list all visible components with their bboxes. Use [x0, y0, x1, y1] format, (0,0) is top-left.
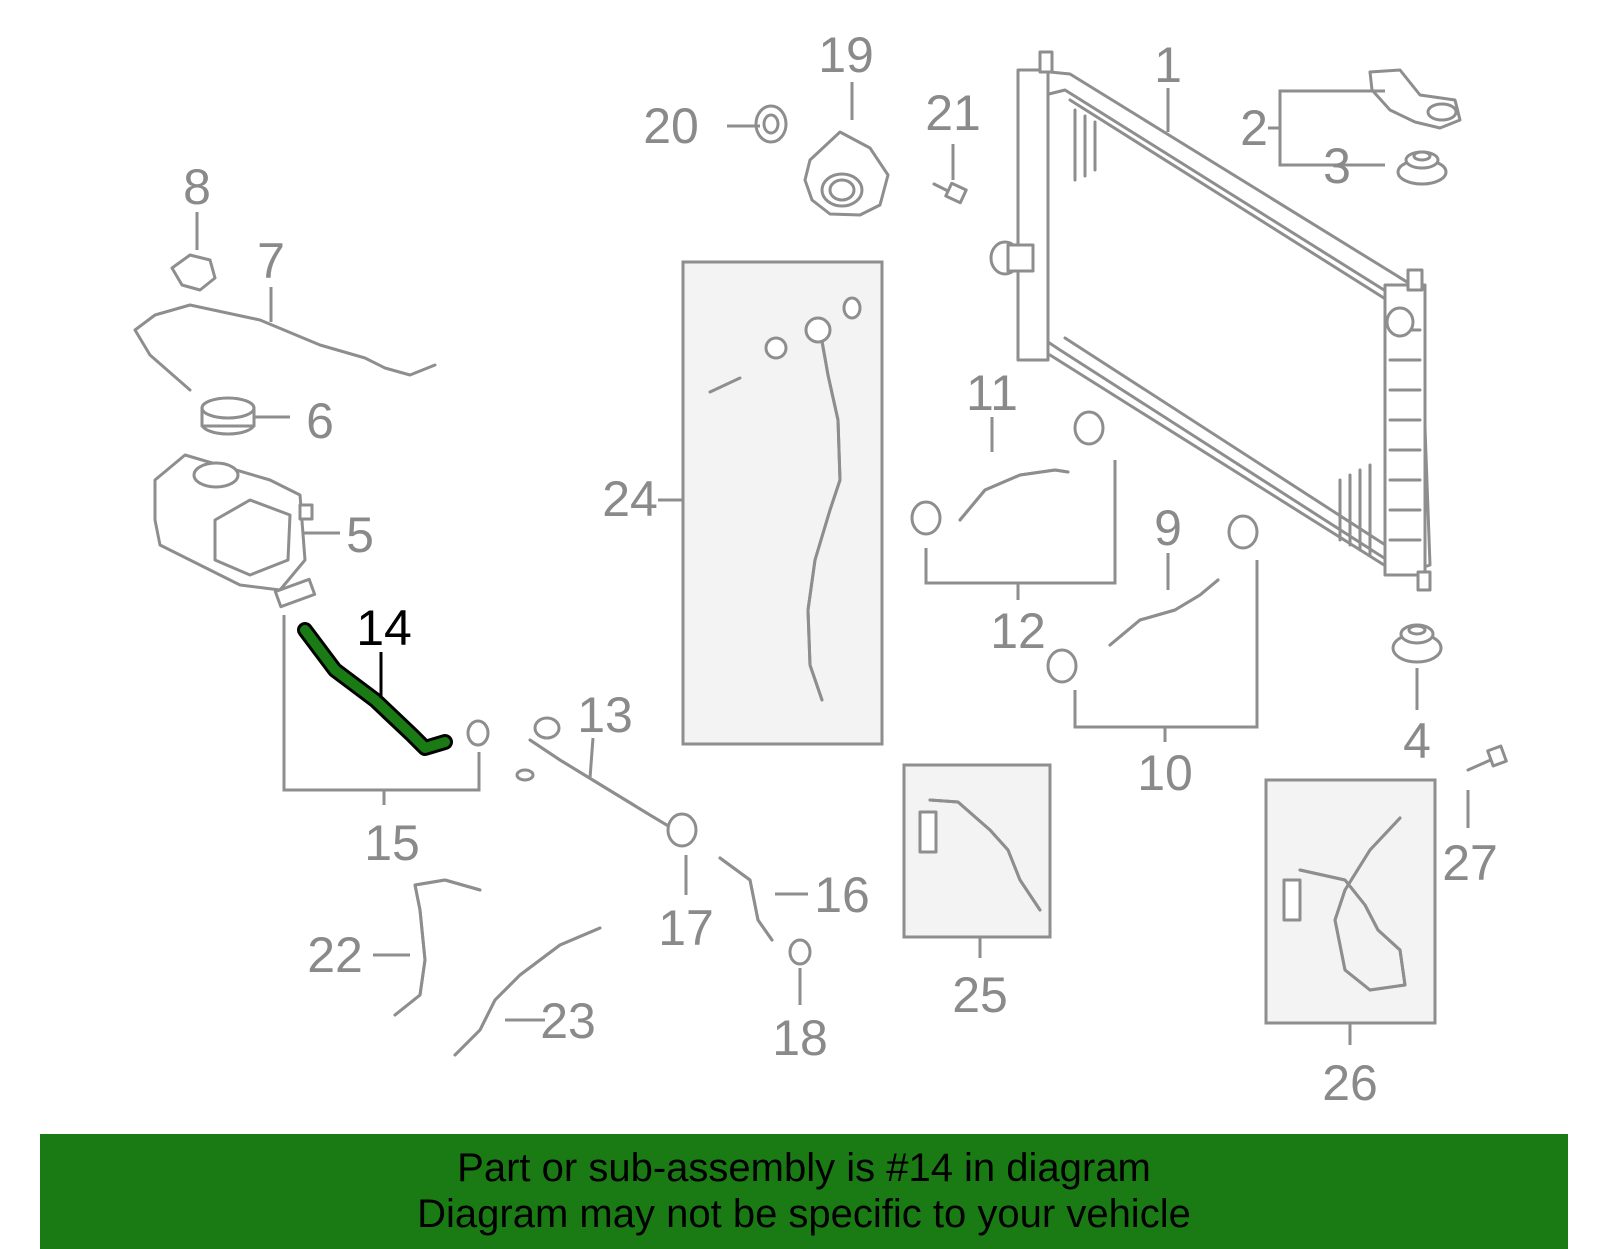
callout-4: 4 — [1403, 713, 1431, 769]
callout-14: 14 — [356, 600, 412, 656]
clip-8 — [170, 253, 217, 292]
oil-line-24 — [708, 296, 862, 702]
cap-6 — [200, 396, 256, 436]
callout-22: 22 — [307, 927, 363, 983]
callout-17: 17 — [658, 900, 714, 956]
thermostat-housing-19 — [803, 130, 890, 217]
clip-15a — [273, 577, 317, 609]
callout-23: 23 — [540, 993, 596, 1049]
bolt-21 — [932, 181, 968, 205]
callout-20: 20 — [643, 98, 699, 154]
banner-line-1: Part or sub-assembly is #14 in diagram — [457, 1146, 1151, 1190]
callout-7: 7 — [257, 233, 285, 289]
clamp-10a — [1046, 648, 1078, 684]
clamp-10b — [1227, 514, 1259, 550]
insulator-3 — [1396, 150, 1448, 186]
info-banner: Part or sub-assembly is #14 in diagram D… — [40, 1134, 1568, 1249]
bracket-2 — [1368, 68, 1462, 130]
clamp-17 — [666, 812, 698, 848]
reservoir-5 — [153, 453, 314, 592]
clamp-18 — [788, 938, 812, 966]
callout-26: 26 — [1322, 1055, 1378, 1111]
banner-line-2: Diagram may not be specific to your vehi… — [417, 1192, 1191, 1236]
callout-5: 5 — [346, 507, 374, 563]
callout-6: 6 — [306, 393, 334, 449]
inset-box-24 — [681, 260, 884, 746]
coolant-hose-14-fill — [300, 625, 450, 753]
callout-1: 1 — [1154, 37, 1182, 93]
callout-2: 2 — [1240, 100, 1268, 156]
leader-lines — [195, 82, 1470, 1045]
callout-3: 3 — [1323, 138, 1351, 194]
hose-16 — [718, 856, 774, 942]
callout-25: 25 — [952, 967, 1008, 1023]
callout-27: 27 — [1442, 835, 1498, 891]
bolt-27 — [1466, 744, 1508, 772]
callout-11: 11 — [966, 365, 1018, 421]
callout-9: 9 — [1154, 500, 1182, 556]
hose-7 — [133, 303, 437, 392]
pipe-13 — [515, 716, 677, 832]
callout-18: 18 — [772, 1010, 828, 1066]
callout-24: 24 — [602, 471, 658, 527]
line-26 — [1282, 816, 1407, 992]
seal-20 — [754, 104, 788, 144]
callout-8: 8 — [183, 159, 211, 215]
callout-21: 21 — [925, 85, 981, 141]
radiator — [989, 50, 1432, 592]
hose-11 — [958, 468, 1070, 522]
hose-23 — [453, 926, 602, 1057]
callout-10: 10 — [1137, 745, 1193, 801]
callout-19: 19 — [818, 27, 874, 83]
callout-15: 15 — [364, 815, 420, 871]
clamp-12b — [1073, 410, 1105, 446]
line-25 — [918, 798, 1042, 912]
clamp-15b — [466, 719, 490, 747]
callout-16: 16 — [814, 867, 870, 923]
callout-13: 13 — [577, 687, 633, 743]
clamp-12a — [910, 500, 942, 536]
insulator-4 — [1391, 623, 1443, 664]
hose-22 — [393, 878, 482, 1017]
callout-12: 12 — [990, 603, 1046, 659]
hose-9 — [1108, 578, 1220, 647]
